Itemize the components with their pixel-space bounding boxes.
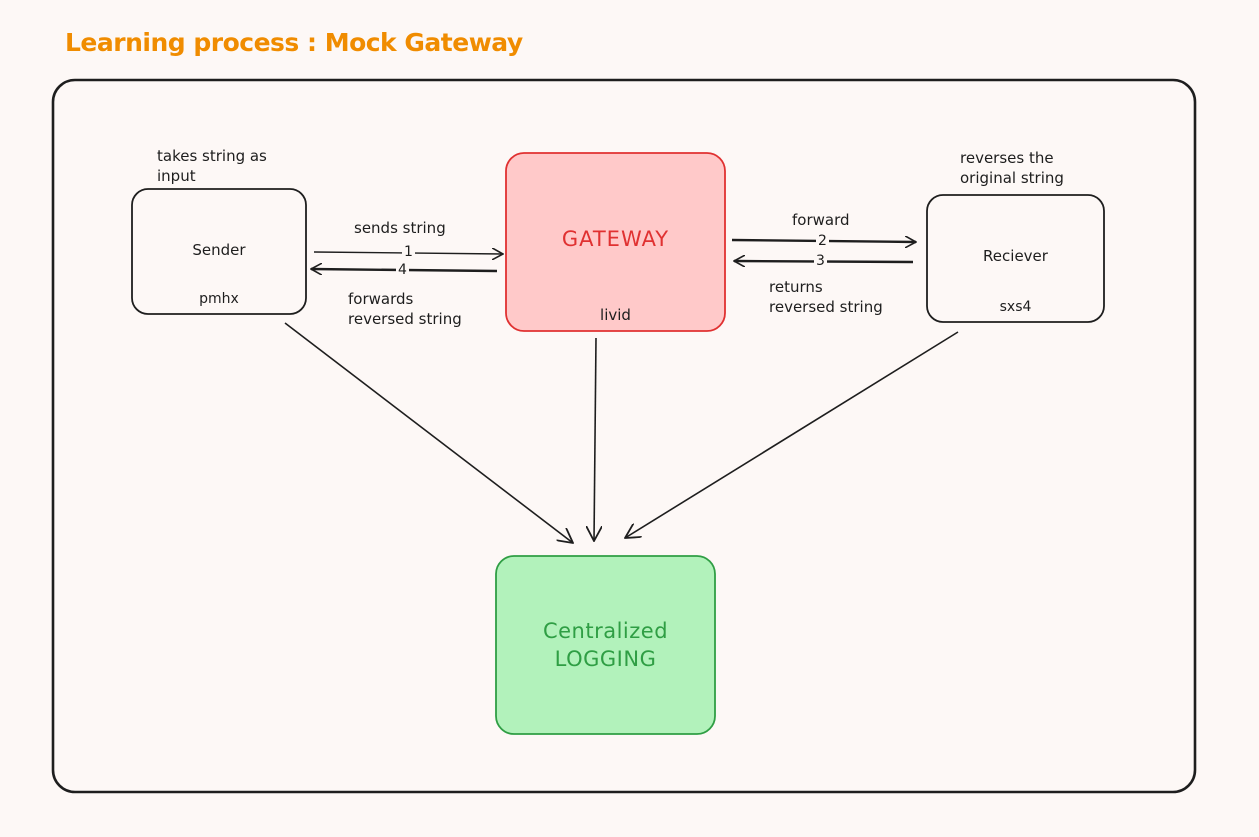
logging-box[interactable] [495,555,716,735]
sender-label: Sender [192,241,246,259]
step-number-2: 2 [816,233,829,249]
edge-label-returns-reversed: returns reversed string [769,278,883,316]
sender-note: takes string as input [157,147,267,185]
step-number-4: 4 [396,262,409,278]
sender-id: pmhx [199,291,239,307]
receiver-note: reverses the original string [960,149,1064,187]
arrow-receiver-to-logging [625,331,959,538]
receiver-box[interactable] [926,194,1105,323]
logging-label: Centralized LOGGING [542,619,669,671]
receiver-label: Reciever [983,247,1048,265]
receiver-id: sxs4 [999,299,1032,315]
gateway-label: GATEWAY [561,227,670,251]
step-number-3: 3 [814,253,827,269]
arrow-sender-to-logging [284,322,573,543]
gateway-box[interactable] [505,152,726,332]
diagram-title: Learning process : Mock Gateway [65,28,523,57]
arrow-gateway-to-logging [594,337,596,541]
gateway-id: livid [600,306,631,324]
edge-label-sends-string: sends string [354,219,446,237]
edge-label-forward: forward [792,211,850,229]
step-number-1: 1 [402,244,415,260]
sender-box[interactable] [131,188,307,315]
outer-frame [51,78,1197,794]
edge-label-forwards-reversed: forwards reversed string [348,290,462,328]
